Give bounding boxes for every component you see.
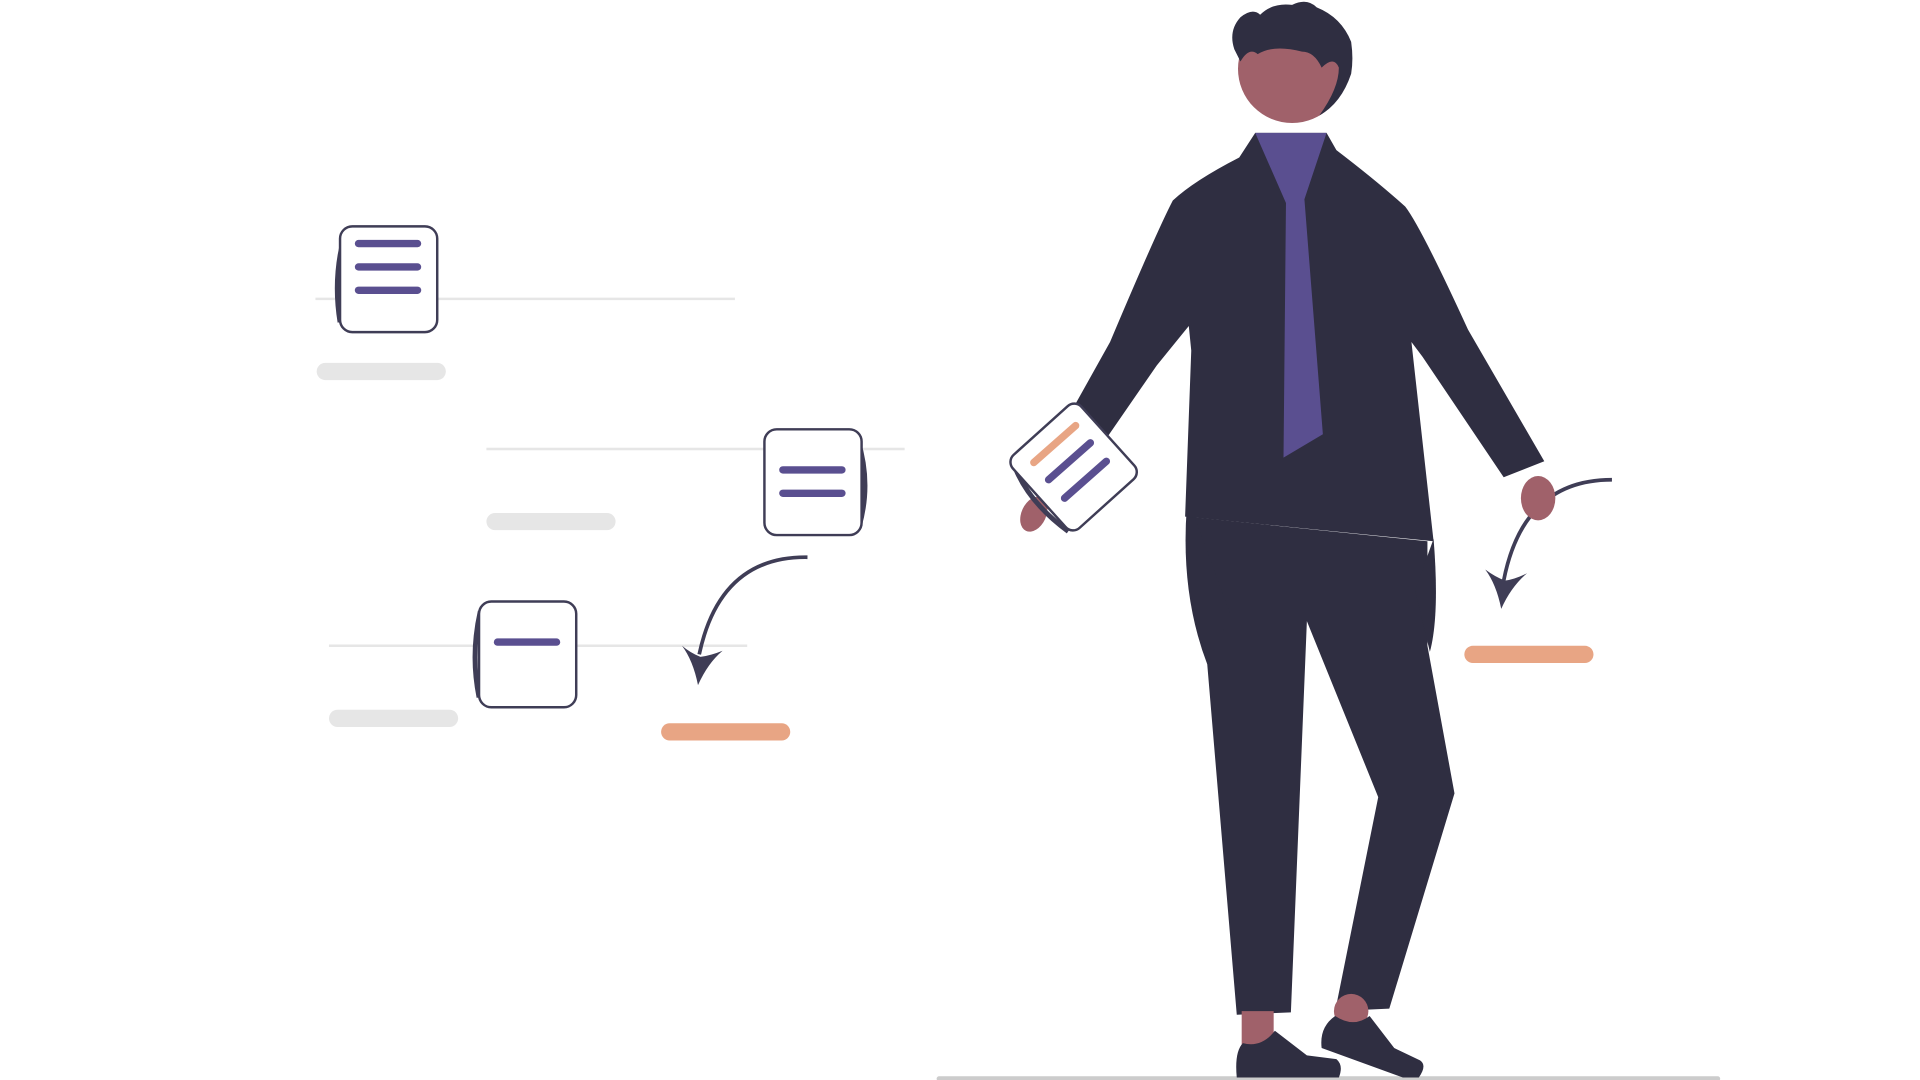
ground-line (936, 1076, 1721, 1080)
placeholder-bar (316, 362, 446, 381)
document-card (763, 428, 868, 537)
curved-arrow-icon (682, 555, 808, 686)
document-card (334, 225, 439, 334)
hair (1232, 1, 1353, 116)
placeholder-bar (328, 709, 459, 727)
highlight-bar (661, 723, 791, 741)
document-card (472, 600, 578, 709)
highlight-bar (1464, 645, 1594, 664)
person (1009, 1, 1556, 1078)
placeholder-bar (486, 512, 616, 531)
held-document (1009, 402, 1138, 534)
